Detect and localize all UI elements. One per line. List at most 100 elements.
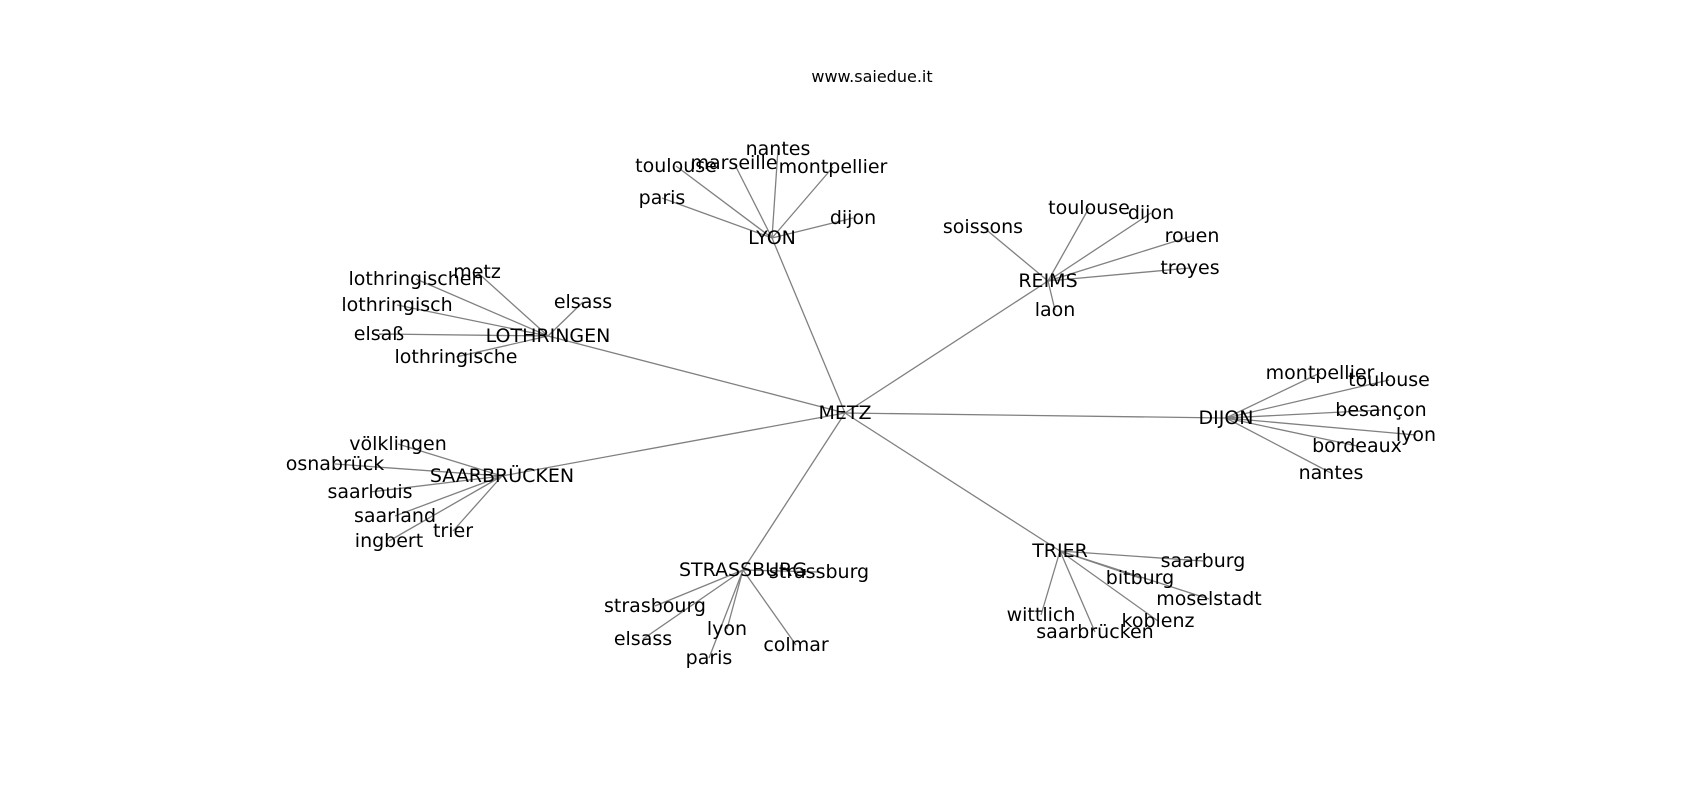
edge-dijon-lyon — [1225, 417, 1417, 436]
edge-root-lothringen — [547, 335, 846, 414]
edge-trier-koblenz — [1059, 550, 1159, 622]
edge-trier-saarbrucken — [1059, 550, 1096, 633]
hub-node-dijon: DIJON — [1198, 407, 1253, 429]
edge-saarbrucken-saarlouis — [369, 475, 503, 493]
edge-strassburg-strasbourg — [654, 569, 744, 607]
edge-lyon-montpellier — [771, 166, 834, 239]
leaf-node-lothringen-metz: metz — [453, 261, 501, 283]
leaf-node-strassburg-strasbourg: strasbourg — [604, 595, 706, 617]
edge-dijon-montpellier — [1225, 372, 1321, 419]
edge-saarbrucken-osnabruck — [334, 463, 503, 477]
edge-lothringen-metz — [476, 271, 549, 337]
edge-reims-troyes — [1047, 267, 1191, 282]
leaf-node-strassburg-colmar: colmar — [763, 634, 829, 656]
leaf-node-reims-dijon: dijon — [1128, 202, 1174, 224]
edge-strassburg-paris — [708, 569, 744, 659]
leaf-node-dijon-montpellier: montpellier — [1266, 362, 1375, 384]
leaf-node-trier-saarbrucken: saarbrücken — [1036, 621, 1153, 643]
edge-dijon-nantes — [1225, 417, 1332, 474]
leaf-node-reims-soissons: soissons — [943, 216, 1023, 238]
edge-trier-moselstadt — [1059, 550, 1210, 600]
edge-saarbrucken-saarland — [394, 475, 503, 517]
hub-node-trier: TRIER — [1031, 540, 1088, 562]
edge-lothringen-lothringische — [455, 335, 549, 358]
edge-strassburg-colmar — [742, 569, 797, 646]
leaf-node-dijon-lyon: lyon — [1396, 424, 1436, 446]
leaf-node-dijon-nantes: nantes — [1299, 462, 1364, 484]
hub-node-lyon: LYON — [748, 227, 796, 249]
edge-lyon-paris — [661, 197, 773, 239]
edge-lothringen-lothringisch — [396, 304, 549, 337]
leaf-node-reims-troyes: troyes — [1160, 257, 1219, 279]
root-node-label: METZ — [818, 402, 871, 424]
edge-lyon-dijon — [771, 217, 854, 239]
leaf-node-reims-laon: laon — [1035, 299, 1076, 321]
hub-node-strassburg: STRASSBURG — [679, 559, 807, 581]
leaf-node-lothringen-lothringisch: lothringisch — [341, 294, 452, 316]
edge-lothringen-elsass — [547, 301, 584, 337]
hub-node-reims: REIMS — [1018, 270, 1077, 292]
leaf-node-dijon-besancon: besançon — [1335, 399, 1426, 421]
leaf-node-lothringen-elsass: elsaß — [354, 323, 405, 345]
edge-dijon-besancon — [1225, 409, 1382, 419]
label-layer: METZLYONtoulousemarseillenantesmontpelli… — [286, 138, 1436, 669]
edge-saarbrucken-trier — [452, 475, 503, 532]
edge-reims-laon — [1047, 280, 1056, 311]
edge-lyon-marseille — [733, 162, 773, 239]
leaf-node-saarbrucken-ingbert: ingbert — [355, 530, 423, 552]
leaf-node-trier-bitburg: bitburg — [1106, 567, 1174, 589]
edge-dijon-toulouse — [1225, 379, 1390, 419]
leaf-node-saarbrucken-trier: trier — [433, 520, 473, 542]
edge-trier-saarburg — [1059, 550, 1204, 562]
leaf-node-lyon-dijon: dijon — [830, 207, 876, 229]
edge-dijon-bordeaux — [1225, 417, 1358, 447]
leaf-node-dijon-toulouse: toulouse — [1348, 369, 1430, 391]
edge-root-reims — [844, 280, 1049, 414]
edge-reims-soissons — [982, 226, 1049, 282]
edge-strassburg-lyon — [726, 569, 744, 630]
edge-root-trier — [844, 412, 1061, 552]
leaf-node-lyon-montpellier: montpellier — [779, 156, 888, 178]
edge-strassburg-elsass — [642, 569, 744, 640]
edge-lyon-toulouse — [675, 165, 773, 239]
leaf-node-saarbrucken-saarlouis: saarlouis — [327, 481, 412, 503]
edge-root-strassburg — [742, 412, 846, 571]
edge-root-lyon — [771, 237, 846, 414]
edge-reims-toulouse — [1047, 207, 1090, 282]
leaf-node-saarbrucken-saarland: saarland — [354, 505, 436, 527]
leaf-node-reims-toulouse: toulouse — [1048, 197, 1130, 219]
edge-strassburg-strassburg — [742, 569, 820, 573]
leaf-node-lyon-paris: paris — [639, 187, 686, 209]
leaf-node-strassburg-lyon: lyon — [707, 618, 747, 640]
leaf-node-lothringen-elsass: elsass — [554, 291, 612, 313]
edge-trier-wittlich — [1040, 550, 1061, 616]
leaf-node-lothringen-lothringische: lothringische — [395, 346, 518, 368]
leaf-node-saarbrucken-osnabruck: osnabrück — [286, 453, 385, 475]
leaf-node-trier-saarburg: saarburg — [1161, 550, 1246, 572]
watermark-text: www.saiedue.it — [811, 67, 932, 86]
edge-reims-rouen — [1047, 235, 1193, 282]
leaf-node-reims-rouen: rouen — [1165, 225, 1220, 247]
edge-saarbrucken-volklingen — [397, 443, 503, 477]
leaf-node-lyon-toulouse: toulouse — [635, 155, 717, 177]
edge-lothringen-elsass — [378, 333, 549, 337]
leaf-node-lothringen-lothringischen: lothringischen — [349, 268, 484, 290]
hub-node-lothringen: LOTHRINGEN — [486, 325, 611, 347]
edge-lyon-nantes — [771, 148, 779, 239]
leaf-node-strassburg-elsass: elsass — [614, 628, 672, 650]
leaf-node-trier-wittlich: wittlich — [1007, 604, 1076, 626]
leaf-node-lyon-nantes: nantes — [746, 138, 811, 160]
edge-layer — [334, 148, 1417, 659]
leaf-node-strassburg-strassburg: strassburg — [769, 561, 869, 583]
leaf-node-lyon-marseille: marseille — [690, 152, 777, 174]
edge-root-saarbrucken — [501, 412, 846, 477]
leaf-node-trier-koblenz: koblenz — [1122, 610, 1195, 632]
hub-node-saarbrucken: SAARBRÜCKEN — [430, 464, 574, 487]
edge-reims-dijon — [1047, 212, 1152, 282]
leaf-node-strassburg-paris: paris — [686, 647, 733, 669]
leaf-node-saarbrucken-volklingen: völklingen — [349, 433, 447, 455]
leaf-node-trier-moselstadt: moselstadt — [1156, 588, 1262, 610]
leaf-node-dijon-bordeaux: bordeaux — [1312, 435, 1402, 457]
edge-lothringen-lothringischen — [415, 278, 549, 337]
